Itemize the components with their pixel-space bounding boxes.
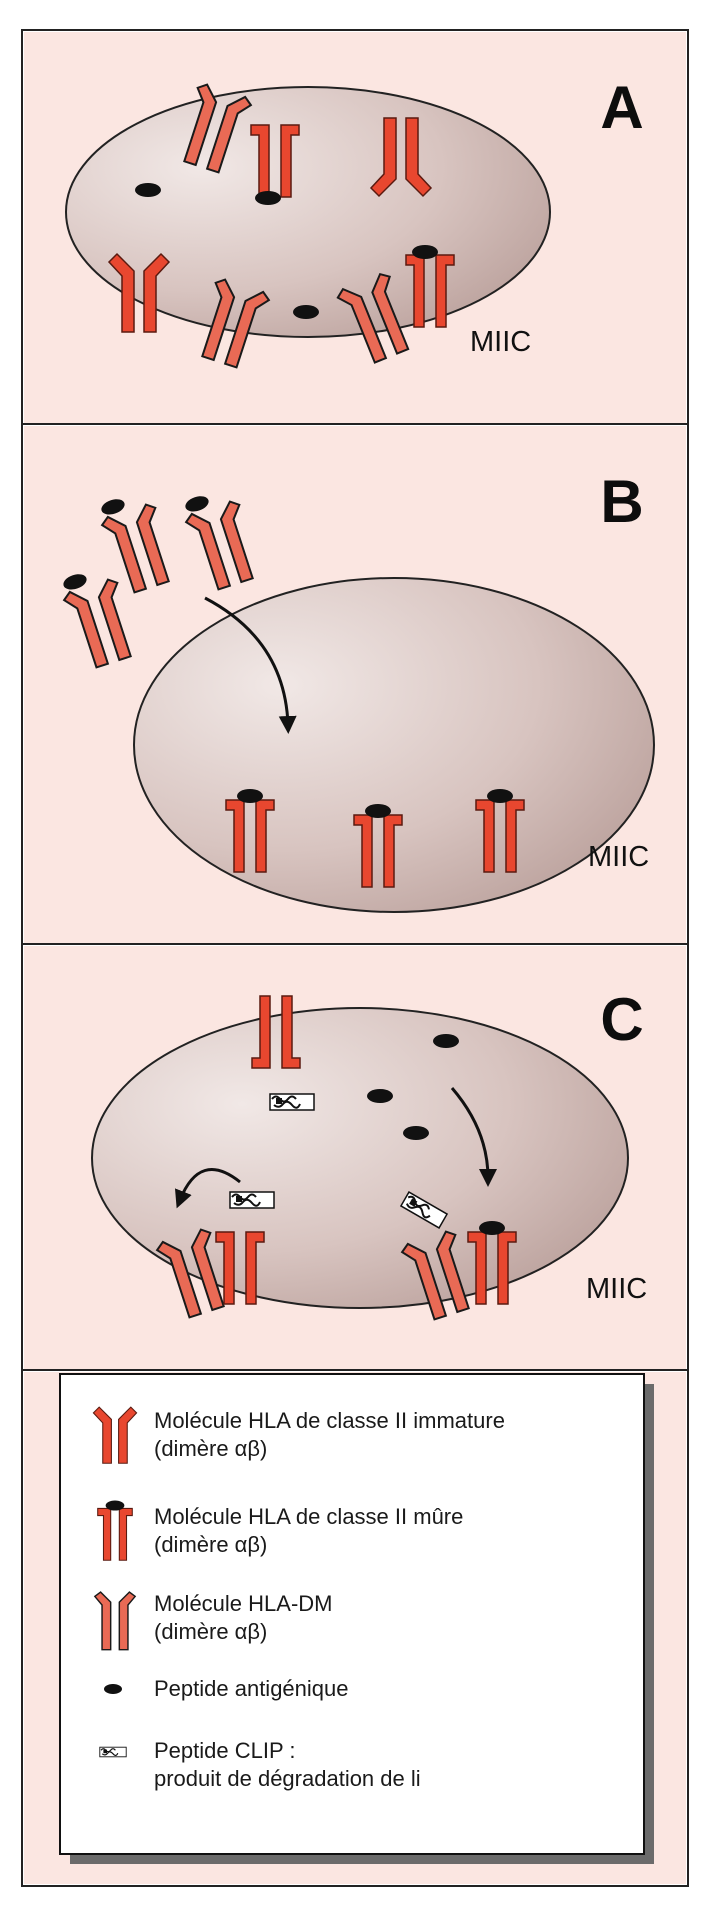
legend-item-mature: Molécule HLA de classe II mûre (dimère α…	[98, 1500, 463, 1560]
antigenic-peptide	[135, 183, 161, 197]
panel-letter: C	[600, 986, 643, 1053]
legend-sublabel: (dimère αβ)	[154, 1532, 267, 1557]
clip-peptide-icon	[99, 1746, 127, 1758]
legend-sublabel: (dimère αβ)	[154, 1619, 267, 1644]
antigenic-peptide-icon	[104, 1684, 122, 1694]
antigenic-peptide	[293, 305, 319, 319]
miic-label: MIIC	[470, 326, 531, 358]
legend-label: Peptide antigénique	[154, 1676, 349, 1701]
legend-label: Peptide CLIP :	[154, 1738, 295, 1763]
panel-a: A MIIC	[24, 32, 686, 424]
miic-compartment	[65, 86, 551, 338]
transfer-arrow	[204, 596, 297, 734]
peptide-loading-arrow	[450, 1087, 497, 1187]
legend-sublabel: produit de dégradation de li	[154, 1766, 421, 1791]
panel-b: B MIIC	[24, 426, 686, 944]
legend-item-immature: Molécule HLA de classe II immature (dimè…	[92, 1406, 505, 1464]
legend-item-dm: Molécule HLA-DM (dimère αβ)	[94, 1591, 333, 1651]
miic-label: MIIC	[586, 1273, 647, 1305]
clip-peptide	[269, 1093, 315, 1111]
legend-item-clip: Peptide CLIP : produit de dégradation de…	[99, 1738, 421, 1791]
legend-label: Molécule HLA de classe II immature	[154, 1408, 505, 1433]
antigenic-peptide	[367, 1089, 393, 1103]
clip-release-arrow	[174, 1168, 241, 1209]
antigenic-peptide	[403, 1126, 429, 1140]
antigenic-peptide	[412, 245, 438, 259]
panel-letter: A	[600, 74, 643, 141]
legend-item-peptide: Peptide antigénique	[104, 1676, 349, 1701]
clip-peptide	[229, 1191, 275, 1209]
legend-label: Molécule HLA de classe II mûre	[154, 1504, 463, 1529]
miic-label: MIIC	[588, 841, 649, 873]
antigenic-peptide	[255, 191, 281, 205]
legend-label: Molécule HLA-DM	[154, 1591, 333, 1616]
panel-c: C MIIC	[24, 946, 686, 1370]
legend: Molécule HLA de classe II immature (dimè…	[24, 1372, 686, 1884]
panel-letter: B	[600, 468, 643, 535]
legend-sublabel: (dimère αβ)	[154, 1436, 267, 1461]
antigenic-peptide	[433, 1034, 459, 1048]
